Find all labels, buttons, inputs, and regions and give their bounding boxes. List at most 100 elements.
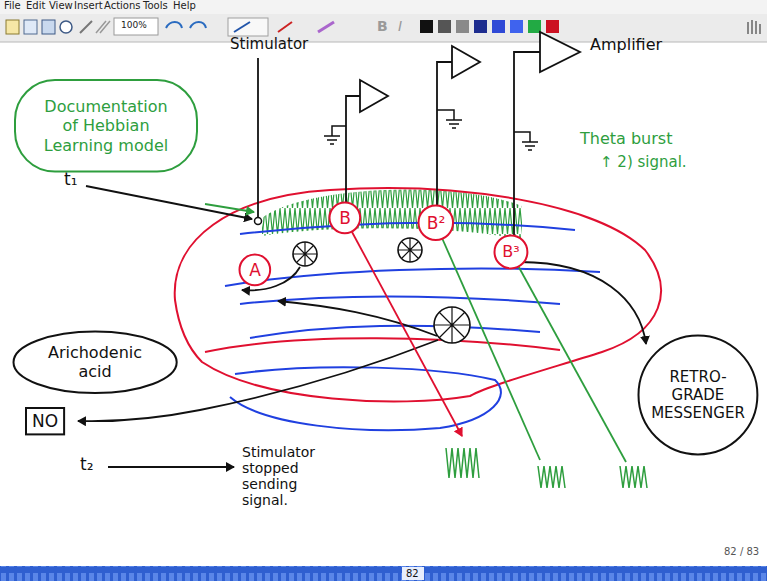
page-bar [0,566,767,581]
axon-fibre [250,326,540,338]
undo-icon [166,22,182,28]
text-label: Actions [104,0,141,12]
neuron-cell [434,307,470,343]
text-label: Tools [143,0,168,12]
text-label: t₁ [64,170,77,190]
amplifier-symbol [452,46,480,78]
node-text-group: B [328,201,362,235]
time-arrow [108,466,234,468]
box-outline [26,408,64,434]
text-label: B [377,18,388,34]
neuron-cell [398,238,422,262]
node-text-group: Arichodenic acid [12,330,178,394]
ground-symbol [514,132,538,150]
text-label: I [398,18,402,34]
text-label: Theta burst [580,130,672,148]
amplifier-symbol [360,80,388,112]
color-swatch [510,20,523,33]
synapse-marker: B² [417,204,455,242]
ground-symbol [437,110,462,128]
pen-tool [234,22,250,32]
node-label: RETRO-GRADE MESSENGER [649,368,747,422]
theta-burst-hatching [262,189,522,240]
synapse-marker: B [328,201,362,235]
neuron-cell [434,307,470,343]
retrograde-circle: RETRO-GRADE MESSENGER [637,334,759,456]
time-arrow [86,186,252,219]
tool-icon [80,21,92,33]
hebbian-note-box: Documentation of Hebbian Learning model [14,79,198,173]
circle-outline [240,255,271,286]
text-label: ↑ 2) signal. [600,154,687,171]
node-label: NO [32,411,58,431]
tool-icon [42,20,55,34]
signal-trace [446,448,479,478]
node-text-group: B² [417,204,455,242]
node-label: B³ [502,242,519,261]
circle-outline [330,203,361,234]
axon-fibre [240,223,575,234]
node-text-group: B³ [493,234,529,270]
signal-trace [538,466,565,488]
page-marker [402,567,424,580]
feedback-arrow [278,301,437,336]
circle-outline [419,206,454,241]
electrode-tip [255,218,262,225]
amplifier-symbol [540,32,580,72]
output-line [516,262,626,462]
tool-icon [24,20,37,34]
pen-tool [278,22,292,32]
tool-icon [60,21,72,33]
text-label: t₂ [80,455,93,475]
signal-trace [620,466,647,488]
no-box: NO [25,407,65,435]
recording-wire [437,62,452,210]
text-label: Insert [74,0,103,12]
text-label: 82 / 83 [724,546,759,558]
tool-icon [6,20,19,34]
neuron-outline [205,338,560,352]
zoom-box [114,18,158,35]
circle-outline [495,236,528,269]
text-label: 100% [121,20,147,30]
pen-tool [228,18,268,36]
pathway-arrow [352,232,462,436]
output-line [442,238,540,460]
node-label: A [249,260,261,280]
text-label: Stimulator stopped sending signal. [242,444,330,508]
color-swatch [492,20,505,33]
text-label: File [4,0,21,12]
eraser-tool [318,22,334,32]
color-swatch [528,20,541,33]
oval-outline [13,331,176,392]
color-swatch [474,20,487,33]
pointer-arrow [205,204,254,212]
synapse-marker: B³ [493,234,529,270]
text-label: Stimulator [230,36,308,53]
node-text-group: RETRO-GRADE MESSENGER [637,334,759,456]
node-label: Documentation of Hebbian Learning model [36,97,176,155]
text-label: Edit [26,0,45,12]
text-label: View [49,0,73,12]
node-label: B² [427,213,445,233]
messenger-oval: Arichodenic acid [12,330,178,394]
redo-icon [190,22,206,28]
menu-bar [0,0,767,14]
stimulator-wire [257,58,259,217]
text-label: Help [173,0,196,12]
tool-icon [96,21,110,33]
neuron-cell [293,242,317,266]
node-label: Arichodenic acid [40,343,150,381]
recording-wire [514,52,540,240]
circle-outline [639,336,758,455]
neuron-cell [398,238,422,262]
color-swatch [438,20,451,33]
hand-icon [748,20,760,34]
color-swatch [456,20,469,33]
node-text-group: A [238,253,272,287]
color-swatch [420,20,433,33]
axon-fibre [230,367,501,430]
neuron-cell [293,242,317,266]
node-text-group: NO [25,407,65,435]
